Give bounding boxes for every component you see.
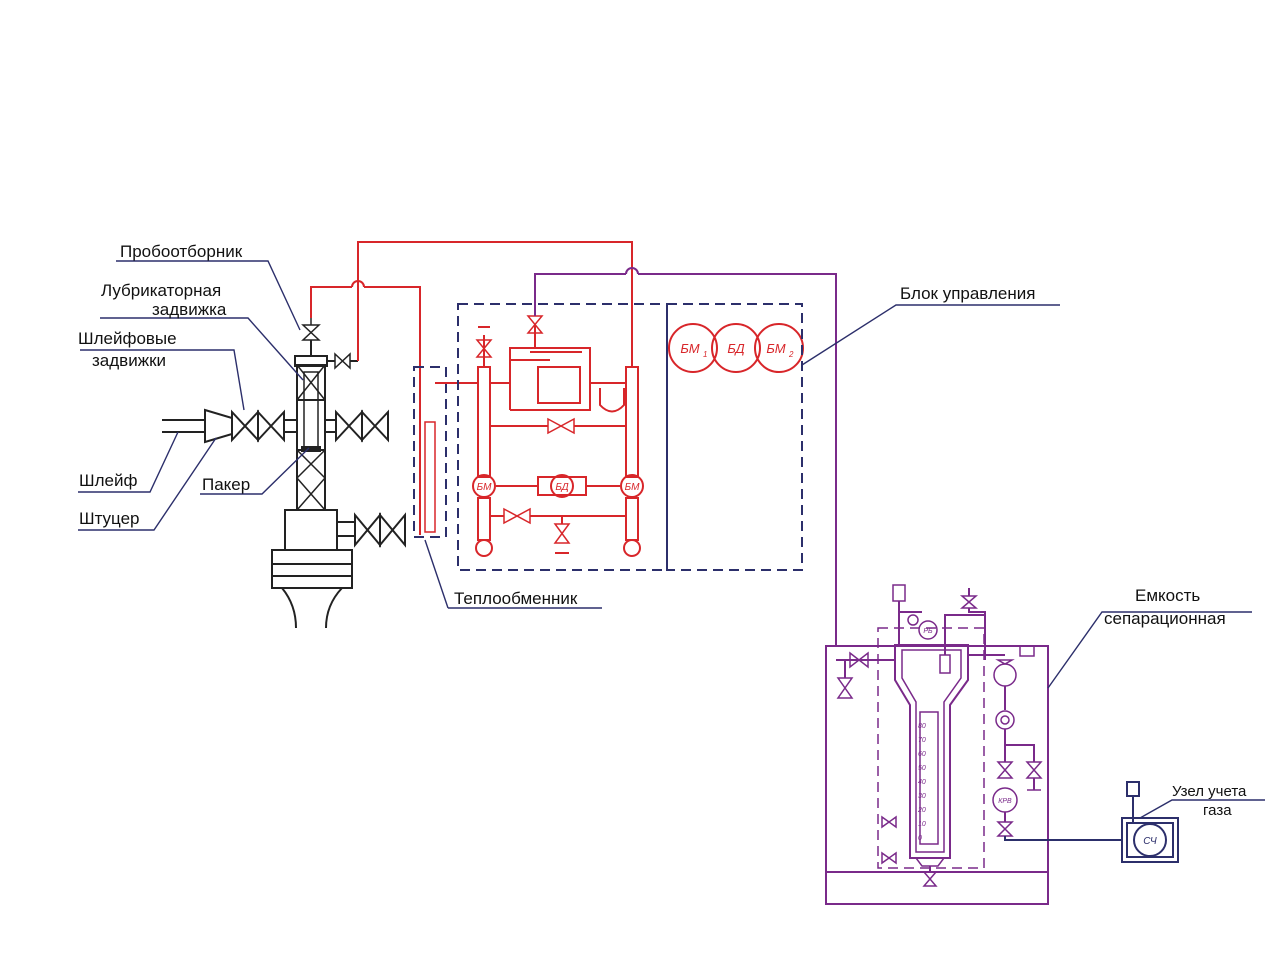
valve-icon (475, 339, 493, 358)
sampling-heating-circuit: БД БМ БМ БМ 1 БД БМ 2 (310, 241, 804, 557)
leader-lines (78, 260, 1265, 819)
label-flowline-valves-line2: задвижки (92, 351, 166, 370)
label-gas-meter-line2: газа (1203, 802, 1232, 819)
valve-icon (547, 417, 575, 435)
krv-tag: КРВ (998, 798, 1012, 805)
gauge-bd (711, 323, 761, 373)
label-choke: Штуцер (79, 509, 140, 528)
valve-icon (881, 815, 897, 829)
gauge-bm1 (668, 323, 718, 373)
gauge-bd-label: БД (727, 341, 744, 356)
gas-metering-unit: СЧ (1121, 781, 1179, 863)
label-separator-line1: Емкость (1135, 586, 1200, 605)
bm2-tag: БМ (625, 482, 641, 493)
label-packer: Пакер (202, 475, 250, 494)
sch-tag: СЧ (1143, 836, 1157, 847)
label-separator-line2: сепарационная (1104, 609, 1226, 628)
gauge-bm2-label: БМ (766, 341, 785, 356)
valve-icon (503, 507, 531, 525)
valve-icon (526, 315, 544, 334)
svg-text:60: 60 (918, 751, 926, 758)
gauge-bm2-index: 2 (788, 350, 794, 359)
svg-text:70: 70 (918, 737, 926, 744)
svg-text:0: 0 (918, 835, 922, 842)
level-scale: 80 70 60 50 40 30 20 10 0 (917, 723, 926, 842)
label-lubricator-line2: задвижка (152, 300, 227, 319)
label-lubricator-line1: Лубрикаторная (101, 281, 221, 300)
valve-icon (996, 761, 1014, 779)
svg-text:30: 30 (918, 793, 926, 800)
label-heat-exchanger: Теплообменник (454, 589, 578, 608)
flowline-valve-icon (231, 409, 285, 443)
svg-text:40: 40 (918, 779, 926, 786)
valve-icon (1025, 761, 1043, 779)
measurement-block (457, 303, 668, 571)
gas-line-and-separator: 80 70 60 50 40 30 20 10 0 РБ (534, 267, 1122, 905)
svg-text:50: 50 (918, 765, 926, 772)
control-block (666, 303, 803, 571)
svg-text:80: 80 (918, 723, 926, 730)
bm1-tag: БМ (477, 482, 493, 493)
rb-tag: РБ (923, 628, 933, 635)
label-flowline-valves-line1: Шлейфовые (78, 329, 177, 348)
choke-icon (204, 408, 233, 444)
valve-icon (881, 851, 897, 865)
gauge-bm1-index: 1 (703, 350, 707, 359)
label-gas-meter-line1: Узел учета (1172, 783, 1247, 800)
sampler-valve-icon (301, 324, 321, 341)
separator-insulation (877, 627, 985, 869)
label-sampler: Пробоотборник (120, 242, 243, 261)
valve-icon (996, 821, 1014, 837)
valve-icon (553, 523, 571, 544)
annulus-valve-icon (354, 512, 406, 548)
wing-valve-icon (335, 409, 389, 443)
valve-icon (849, 651, 869, 669)
svg-text:20: 20 (917, 807, 926, 814)
drain-valve-icon (922, 871, 938, 887)
heat-exchanger (413, 366, 447, 538)
label-flowline: Шлейф (79, 471, 137, 490)
gauge-bm1-label: БМ (680, 341, 699, 356)
valve-icon (959, 595, 979, 609)
label-control-block: Блок управления (900, 284, 1035, 303)
valve-icon (836, 677, 854, 699)
bd-tag: БД (555, 482, 568, 493)
svg-text:10: 10 (918, 821, 926, 828)
packer-icon (301, 446, 321, 452)
